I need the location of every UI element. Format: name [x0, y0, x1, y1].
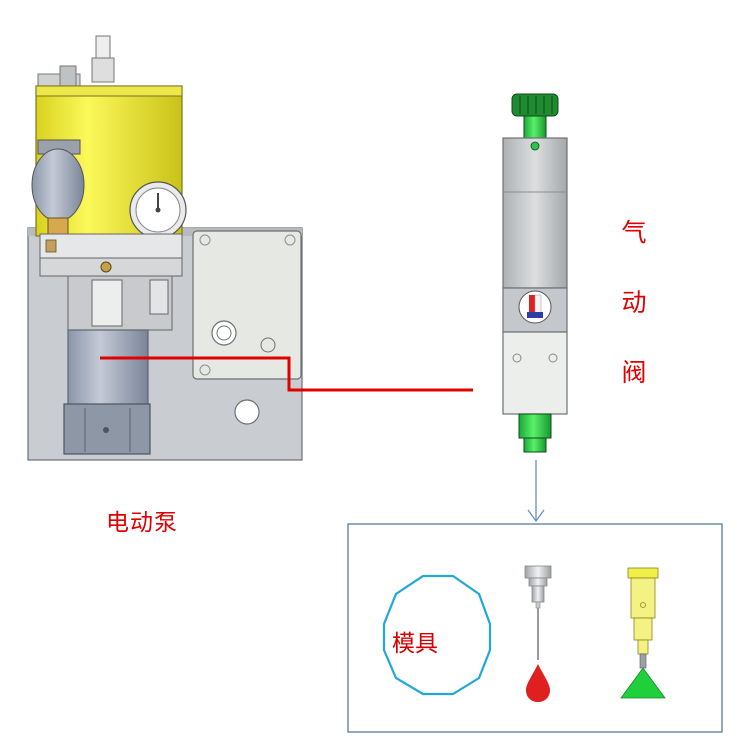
valve-label: 气 动 阀 [618, 198, 650, 408]
valve-label-char-2: 动 [621, 288, 647, 317]
electric-pump-icon [27, 35, 303, 461]
pressure-gauge-icon [155, 193, 161, 213]
pump-label: 电动泵 [106, 510, 178, 536]
valve-label-char-3: 阀 [621, 358, 647, 387]
cone-nozzle-icon [620, 567, 666, 699]
mold-label: 模具 [392, 631, 438, 657]
flow-arrow [527, 460, 545, 523]
needle-nozzle-icon [524, 565, 552, 702]
valve-label-char-1: 气 [621, 218, 647, 247]
pipe-line [100, 356, 473, 392]
mold-octagon [382, 574, 492, 696]
pneumatic-valve-icon [502, 93, 568, 453]
